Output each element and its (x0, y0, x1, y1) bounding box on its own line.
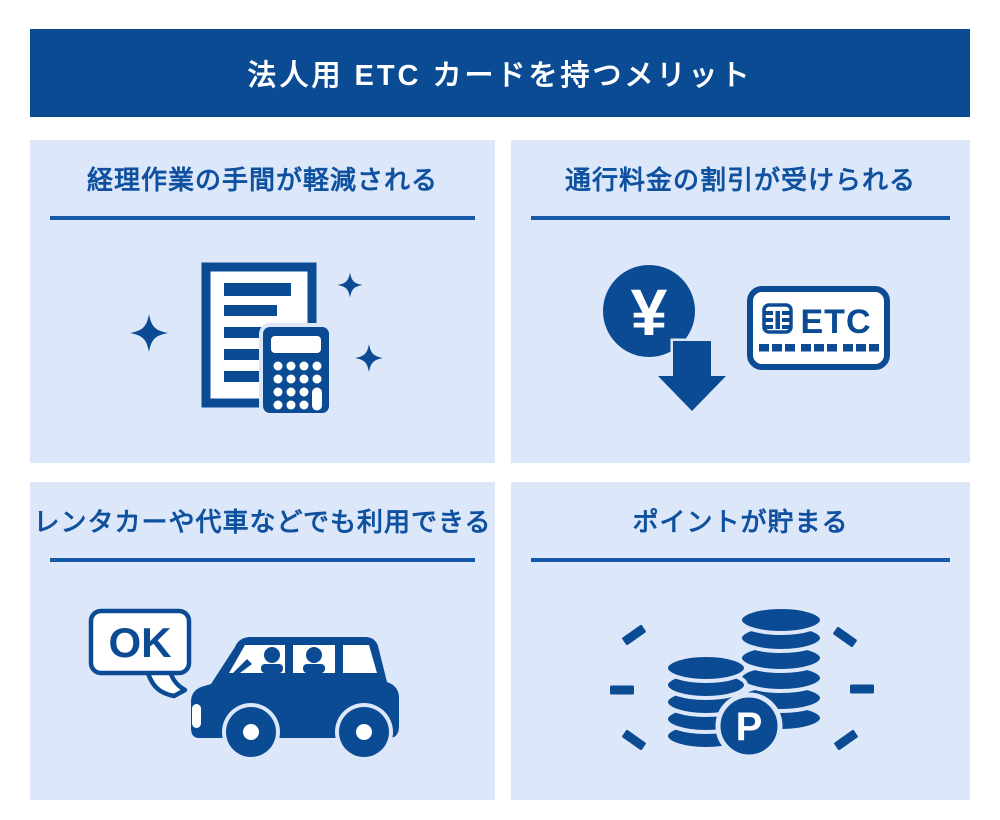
point-symbol: P (735, 705, 762, 749)
panel-points-title: ポイントが貯まる (632, 507, 849, 537)
panel-rental-car-title: レンタカーや代車などでも利用できる (33, 507, 492, 537)
panel-toll-discount-title: 通行料金の割引が受けられる (564, 165, 916, 195)
ok-speech-bubble-icon: OK (88, 608, 191, 699)
panel-points: ポイントが貯まる (511, 482, 970, 800)
panel-accounting-divider (50, 216, 475, 221)
sparkle-dashes (609, 625, 874, 751)
wheel-icon (221, 703, 393, 762)
headlight (191, 704, 201, 729)
yen-symbol: ¥ (630, 275, 667, 349)
passenger-icon (232, 647, 325, 674)
car-icon (190, 637, 399, 762)
yen-discount-etc-card-icon: ¥ ETC (602, 265, 890, 415)
panel-accounting: 経理作業の手間が軽減される (30, 140, 495, 463)
ic-chip-icon (761, 303, 793, 334)
ok-bubble-car-icon: OK (88, 608, 399, 762)
sparkle-icon (129, 272, 383, 373)
panel-rental-car: レンタカーや代車などでも利用できる OK (30, 482, 495, 800)
point-badge-icon: P (715, 692, 782, 760)
coin-stacks-point-icon: P (609, 605, 874, 760)
calculator-icon (258, 323, 333, 418)
panel-rental-car-divider (50, 558, 475, 563)
yen-coin-icon: ¥ (602, 265, 695, 358)
header-banner: 法人用 ETC カードを持つメリット (30, 29, 970, 117)
down-arrow-icon (651, 338, 732, 415)
card-number-dashes (758, 344, 879, 352)
panel-toll-discount: 通行料金の割引が受けられる ¥ (511, 140, 970, 463)
document-calculator-sparkles-icon (129, 262, 383, 418)
etc-card-label: ETC (800, 303, 871, 341)
ok-label: OK (108, 619, 171, 666)
page-title: 法人用 ETC カードを持つメリット (247, 60, 753, 92)
panel-accounting-title: 経理作業の手間が軽減される (86, 165, 438, 195)
etc-card-icon: ETC (746, 286, 890, 371)
panel-points-divider (531, 558, 950, 563)
panel-toll-discount-divider (531, 216, 950, 221)
